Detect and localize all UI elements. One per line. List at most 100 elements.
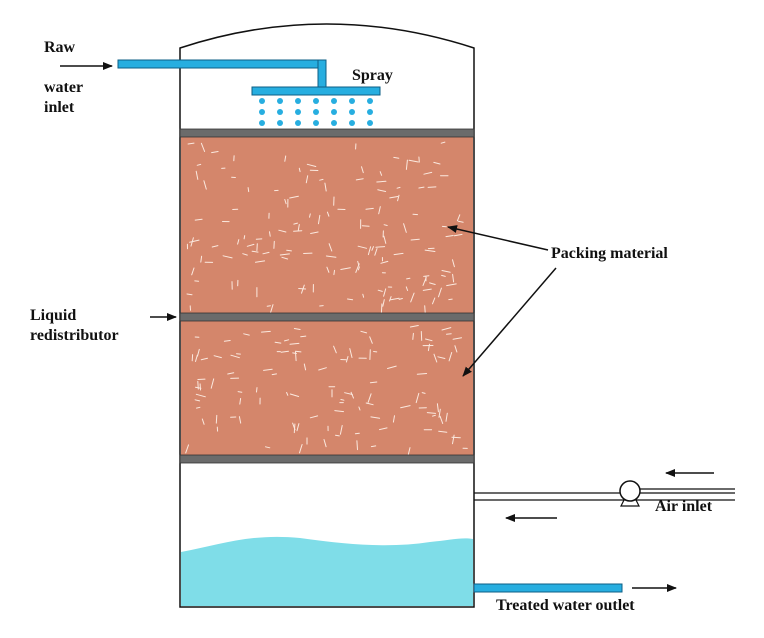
spray-droplet bbox=[295, 98, 301, 104]
packing-fleck bbox=[262, 251, 270, 255]
packing-fleck bbox=[298, 167, 301, 173]
liquid-redistributor-label-line2: redistributor bbox=[30, 327, 119, 344]
packing-fleck bbox=[389, 296, 392, 302]
packing-fleck bbox=[347, 298, 354, 301]
packing-fleck bbox=[432, 414, 436, 417]
packing-fleck bbox=[452, 434, 455, 445]
packing-fleck bbox=[300, 335, 307, 338]
packing-fleck bbox=[409, 325, 419, 328]
packing-fleck bbox=[301, 284, 305, 294]
packing-fleck bbox=[255, 260, 266, 263]
packing-fleck bbox=[445, 235, 454, 238]
packing-fleck bbox=[418, 186, 425, 189]
packing-fleck bbox=[195, 170, 199, 180]
water-pool bbox=[181, 536, 473, 606]
packing-fleck bbox=[433, 353, 438, 363]
packing-fleck bbox=[408, 159, 419, 163]
spray-droplet bbox=[259, 109, 265, 115]
spray-droplet bbox=[331, 109, 337, 115]
packing-fleck bbox=[318, 214, 321, 225]
packing-fleck bbox=[379, 427, 388, 431]
packing-fleck bbox=[293, 423, 296, 434]
packing-fleck bbox=[377, 189, 387, 192]
packing-fleck bbox=[436, 403, 439, 413]
packing-fleck bbox=[456, 214, 461, 222]
packing-fleck bbox=[349, 348, 353, 358]
packing-fleck bbox=[382, 299, 385, 307]
spray-droplet bbox=[259, 120, 265, 126]
packing-fleck bbox=[357, 245, 368, 249]
packing-fleck bbox=[357, 266, 360, 271]
packing-fleck bbox=[194, 218, 203, 221]
packing-fleck bbox=[369, 336, 373, 344]
packing-fleck bbox=[326, 266, 330, 273]
packing-fleck bbox=[362, 293, 365, 298]
packing-fleck bbox=[246, 243, 255, 247]
packing-fleck bbox=[211, 151, 219, 154]
packing-fleck bbox=[374, 248, 378, 256]
packing-fleck bbox=[333, 269, 335, 276]
packing-fleck bbox=[187, 142, 195, 145]
packing-fleck bbox=[242, 253, 248, 256]
packing-fleck bbox=[265, 446, 271, 449]
packing-fleck bbox=[195, 393, 206, 398]
packing-fleck bbox=[416, 373, 428, 375]
packing-fleck bbox=[279, 253, 290, 256]
packing-fleck bbox=[367, 393, 372, 403]
packing-fleck bbox=[405, 159, 408, 170]
packing-fleck bbox=[185, 444, 189, 454]
packing-fleck bbox=[269, 304, 274, 315]
packing-fleck bbox=[406, 277, 411, 280]
packing-fleck bbox=[280, 350, 289, 353]
packing-fleck bbox=[293, 328, 301, 330]
packing-fleck bbox=[453, 233, 463, 237]
packing-fleck bbox=[390, 297, 400, 301]
spray-droplet bbox=[349, 109, 355, 115]
packing-fleck bbox=[190, 237, 194, 247]
packing-fleck bbox=[215, 414, 218, 424]
packing-fleck bbox=[389, 196, 399, 199]
spray-droplet bbox=[331, 98, 337, 104]
packing-fleck bbox=[445, 412, 448, 422]
packing-fleck bbox=[237, 391, 243, 393]
packing-fleck bbox=[319, 178, 324, 181]
spray-droplet bbox=[313, 109, 319, 115]
spray-droplet bbox=[313, 120, 319, 126]
packing-fleck bbox=[405, 286, 409, 291]
liquid-redistributor-label-line1: Liquid bbox=[30, 307, 76, 324]
blower-base bbox=[620, 499, 640, 507]
packing-fleck bbox=[239, 398, 242, 405]
packing-fleck bbox=[200, 357, 208, 361]
packing-fleck bbox=[448, 352, 453, 362]
top-support-plate bbox=[179, 128, 475, 138]
packing-fleck bbox=[284, 155, 287, 162]
packing-fleck bbox=[426, 412, 436, 414]
packing-fleck bbox=[448, 298, 453, 301]
packing-fleck bbox=[441, 274, 446, 277]
packing-fleck bbox=[339, 425, 343, 435]
spray-droplet bbox=[331, 120, 337, 126]
packing-fleck bbox=[293, 230, 303, 232]
packing-fleck bbox=[323, 439, 327, 448]
packing-fleck bbox=[297, 224, 300, 232]
packing-fleck bbox=[427, 186, 437, 188]
packing-fleck bbox=[415, 392, 420, 404]
packing-fleck bbox=[326, 211, 330, 217]
liquid-redistributor-plate bbox=[179, 312, 475, 322]
packing-fleck bbox=[227, 372, 235, 375]
packing-fleck bbox=[269, 231, 271, 237]
packing-fleck bbox=[356, 440, 358, 451]
packing-fleck bbox=[247, 187, 250, 193]
packing-fleck bbox=[194, 399, 201, 402]
spray-droplet bbox=[367, 120, 373, 126]
packing-fleck bbox=[261, 330, 271, 333]
packing-fleck bbox=[309, 213, 311, 218]
packing-fleck bbox=[397, 194, 400, 202]
packing-fleck bbox=[380, 303, 383, 314]
packing-fleck bbox=[200, 142, 206, 152]
bottom-support-plate bbox=[179, 454, 475, 464]
packing-fleck bbox=[210, 378, 215, 389]
packing-fleck bbox=[452, 337, 462, 340]
packing-fleck bbox=[201, 418, 205, 425]
packing-fleck bbox=[256, 387, 258, 393]
